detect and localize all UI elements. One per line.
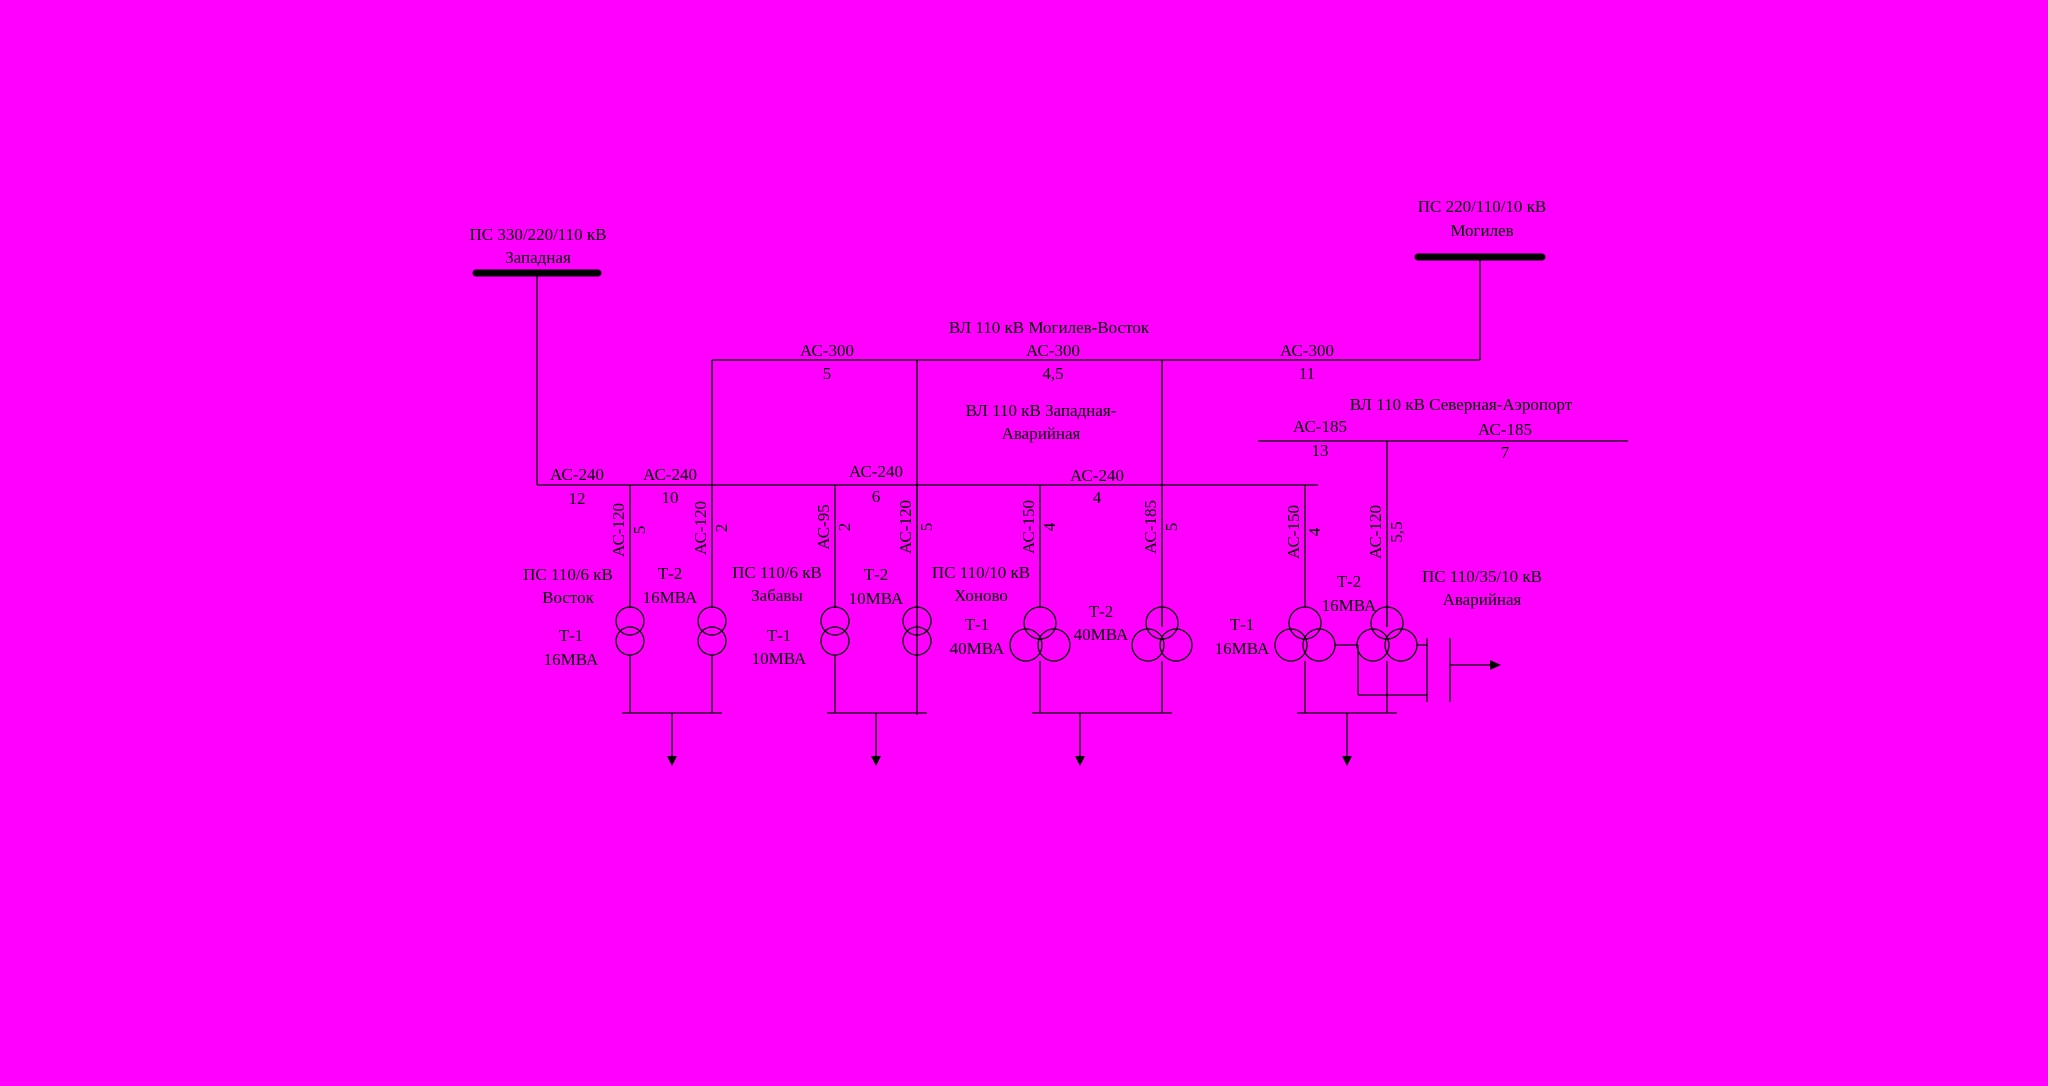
transformer-khonovo-t2-name: Т-2 xyxy=(1089,602,1114,621)
tap-vostok-t1-wire: АС-120 xyxy=(609,503,628,557)
tap-zabavy-t2-wire: АС-120 xyxy=(896,500,915,554)
load-arrow-icon xyxy=(1490,660,1501,670)
segment-mid-4-wire: АС-240 xyxy=(1070,466,1124,485)
transformer-avar-t1-rating: 16МВА xyxy=(1215,639,1270,658)
load-arrow-icon xyxy=(871,756,881,766)
segment-mid-1-wire: АС-240 xyxy=(550,465,604,484)
substation-khonovo xyxy=(1009,485,1193,766)
segment-mid-2-wire: АС-240 xyxy=(643,465,697,484)
line-severnaya-aeroport-name: ВЛ 110 кВ Северная-Аэропорт xyxy=(1350,395,1573,414)
segment-top-2-length: 4,5 xyxy=(1042,364,1063,383)
line-zapadnaya-avariynaya-name-1: ВЛ 110 кВ Западная- xyxy=(966,401,1117,420)
segment-top-1-length: 5 xyxy=(823,364,832,383)
tap-zabavy-t1-length: 2 xyxy=(835,523,854,532)
line-mogilev-vostok-name: ВЛ 110 кВ Могилев-Восток xyxy=(949,318,1150,337)
transformer-khonovo-t1-rating: 40МВА xyxy=(950,639,1005,658)
tap-vostok-t1-length: 5 xyxy=(630,526,649,535)
transformer-zabavy-t1-rating: 10МВА xyxy=(752,649,807,668)
segment-top-3-length: 11 xyxy=(1299,364,1315,383)
transformer-vostok-t1-icon xyxy=(615,606,645,636)
load-arrow-icon xyxy=(1342,756,1352,766)
line-network xyxy=(536,257,1628,715)
transformer-vostok-t1-rating: 16МВА xyxy=(544,650,599,669)
segment-top-3-wire: АС-300 xyxy=(1280,341,1334,360)
tap-khonovo-t1-length: 4 xyxy=(1040,522,1059,531)
substation-vostok-voltage: ПС 110/6 кВ xyxy=(523,565,613,584)
segment-top-2-wire: АС-300 xyxy=(1026,341,1080,360)
substation-zabavy-name: Забавы xyxy=(751,586,803,605)
segment-top-1-wire: АС-300 xyxy=(800,341,854,360)
transformer-zabavy-t2-rating: 10МВА xyxy=(849,589,904,608)
tap-khonovo-t2-length: 5 xyxy=(1162,523,1181,532)
segment-mid-3-length: 6 xyxy=(872,487,881,506)
substation-avariynaya xyxy=(1274,485,1501,766)
substation-vostok xyxy=(615,485,727,766)
transformer-avar-t2-rating: 16МВА xyxy=(1322,596,1377,615)
segment-mid-4-length: 4 xyxy=(1093,488,1102,507)
substation-zapadnaya-name: Западная xyxy=(505,248,571,267)
transformer-vostok-t2-icon xyxy=(697,606,727,636)
substation-avariynaya-voltage: ПС 110/35/10 кВ xyxy=(1422,567,1542,586)
transformer-zabavy-t1-name: Т-1 xyxy=(767,626,792,645)
transformer-vostok-t2-name: Т-2 xyxy=(658,564,683,583)
transformer-vostok-t2-rating: 16МВА xyxy=(643,588,698,607)
transformer-avar-t2-name: Т-2 xyxy=(1337,572,1362,591)
tap-avar-t2-length: 5,5 xyxy=(1387,521,1406,542)
tap-khonovo-t1-wire: АС-150 xyxy=(1019,500,1038,554)
transformer-zabavy-t2-icon xyxy=(902,606,932,636)
transformer-khonovo-t1-icon xyxy=(1023,606,1057,640)
tap-vostok-t2-wire: АС-120 xyxy=(691,501,710,555)
transformer-khonovo-t2-rating: 40МВА xyxy=(1074,625,1129,644)
transformer-vostok-t1-name: Т-1 xyxy=(559,626,584,645)
transformer-avar-t1-icon xyxy=(1288,606,1322,640)
segment-right-2-wire: АС-185 xyxy=(1478,420,1532,439)
tap-avar-t2-wire: АС-120 xyxy=(1366,505,1385,559)
substation-mogilev-voltage: ПС 220/110/10 кВ xyxy=(1418,197,1547,216)
tap-zabavy-t1-wire: АС-95 xyxy=(814,504,833,549)
substation-zabavy xyxy=(820,485,932,766)
substation-zapadnaya-voltage: ПС 330/220/110 кВ xyxy=(469,225,606,244)
tap-vostok-t2-length: 2 xyxy=(712,524,731,533)
transformer-avar-t2-icon xyxy=(1370,606,1404,640)
tap-avar-t1-length: 4 xyxy=(1305,527,1324,536)
substation-khonovo-voltage: ПС 110/10 кВ xyxy=(932,563,1030,582)
transformer-khonovo-t2-icon xyxy=(1145,606,1179,640)
segment-mid-2-length: 10 xyxy=(662,488,679,507)
substation-zabavy-voltage: ПС 110/6 кВ xyxy=(732,563,822,582)
substation-avariynaya-name: Аварийная xyxy=(1443,590,1522,609)
transformer-zabavy-t1-icon xyxy=(820,606,850,636)
substation-khonovo-name: Хоново xyxy=(954,586,1008,605)
tap-khonovo-t2-wire: АС-185 xyxy=(1141,500,1160,554)
transformer-khonovo-t1-name: Т-1 xyxy=(965,615,990,634)
segment-mid-1-length: 12 xyxy=(569,489,586,508)
line-zapadnaya-avariynaya-name-2: Аварийная xyxy=(1002,424,1081,443)
substation-mogilev-name: Могилев xyxy=(1450,221,1513,240)
tap-avar-t1-wire: АС-150 xyxy=(1284,505,1303,559)
substation-vostok-name: Восток xyxy=(542,588,595,607)
transformer-avar-t1-name: Т-1 xyxy=(1230,615,1255,634)
segment-right-2-length: 7 xyxy=(1501,443,1510,462)
segment-right-1-length: 13 xyxy=(1312,441,1329,460)
transformer-zabavy-t2-name: Т-2 xyxy=(864,565,889,584)
segment-right-1-wire: АС-185 xyxy=(1293,417,1347,436)
load-arrow-icon xyxy=(1075,756,1085,766)
load-arrow-icon xyxy=(667,756,677,766)
segment-mid-3-wire: АС-240 xyxy=(849,462,903,481)
tap-zabavy-t2-length: 5 xyxy=(917,523,936,532)
